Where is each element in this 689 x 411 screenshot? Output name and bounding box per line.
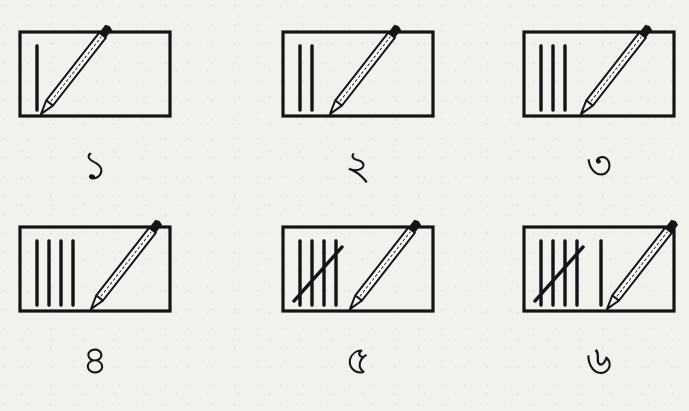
- pencil-stripe: [50, 36, 102, 102]
- pencil-icon: [329, 24, 402, 115]
- pencil-stripe: [590, 36, 642, 102]
- pencil-stripe: [359, 231, 411, 297]
- pencil-lead: [350, 304, 354, 309]
- tally-frame: [522, 225, 676, 313]
- pencil-stripe: [100, 231, 152, 297]
- pencil-eraser: [388, 24, 402, 38]
- tally-numeral: ২: [344, 143, 371, 189]
- tally-marks: [35, 239, 75, 307]
- tally-box: [281, 219, 435, 313]
- pencil-eraser: [408, 219, 422, 233]
- tally-cross-mark: [533, 245, 585, 303]
- tally-box: [18, 24, 172, 118]
- tally-cell-5: ৫: [278, 205, 438, 395]
- tally-marks: [292, 239, 344, 307]
- pencil-eraser: [639, 24, 653, 38]
- tally-frame: [281, 225, 435, 313]
- tally-frame: [18, 30, 172, 118]
- pencil-lead: [330, 109, 334, 114]
- tally-box: [522, 219, 679, 313]
- tally-box: [522, 24, 676, 118]
- pencil-stripe: [616, 231, 668, 297]
- tally-frame: [522, 30, 676, 118]
- tally-cell-6: ৬: [519, 205, 679, 395]
- pencil-eraser: [99, 24, 113, 38]
- pencil-eraser: [665, 219, 679, 233]
- tally-numeral: ৬: [585, 338, 612, 384]
- pencil-lead: [581, 109, 585, 114]
- tally-numeral: ৫: [345, 338, 371, 384]
- tally-marks: [533, 239, 603, 307]
- tally-box: [18, 219, 172, 313]
- pencil-icon: [90, 219, 163, 310]
- tally-frame: [281, 30, 435, 118]
- pencil-icon: [349, 219, 422, 310]
- tally-marks: [298, 44, 314, 112]
- tally-numeral: ৩: [585, 143, 612, 189]
- tally-numeral: ৪: [82, 338, 108, 384]
- pencil-icon: [580, 24, 653, 115]
- tally-frame: [18, 225, 172, 313]
- tally-cell-4: ৪: [15, 205, 175, 395]
- pencil-lead: [91, 304, 95, 309]
- tally-box: [281, 24, 435, 118]
- tally-cross-mark: [292, 245, 344, 303]
- tally-cell-1: ১: [15, 10, 175, 200]
- tally-marks: [539, 44, 567, 112]
- tally-cell-3: ৩: [519, 10, 679, 200]
- pencil-stripe: [339, 36, 391, 102]
- pencil-icon: [40, 24, 113, 115]
- tally-numeral: ১: [82, 143, 108, 189]
- pencil-eraser: [149, 219, 163, 233]
- pencil-lead: [607, 304, 611, 309]
- tally-cell-2: ২: [278, 10, 438, 200]
- pencil-icon: [606, 219, 679, 310]
- pencil-lead: [41, 109, 45, 114]
